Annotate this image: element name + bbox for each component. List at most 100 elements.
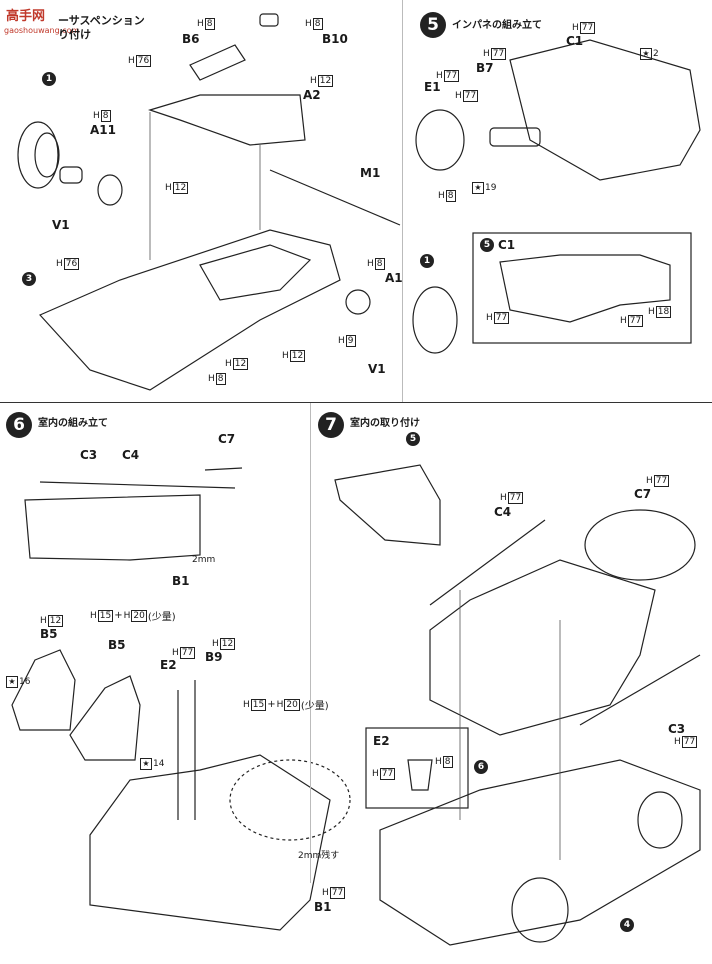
interior-tub-7 [429, 559, 656, 736]
label-c7-step7: C7 [634, 487, 652, 501]
label-e1: E1 [424, 80, 441, 94]
step-7-title: 室内の取り付け [350, 418, 420, 429]
seat-left [11, 649, 76, 731]
label-b5-a: B5 [40, 627, 58, 641]
star-2: ★2 [640, 48, 659, 60]
strip-c3b [579, 654, 701, 726]
inset-c1-frame [472, 232, 692, 344]
label-b1-top: B1 [172, 574, 190, 588]
inset-callout-5: 5 [480, 238, 494, 252]
star-14: ★14 [140, 758, 164, 770]
strip-c4 [429, 519, 546, 606]
suspension-a2 [148, 94, 306, 146]
star-19: ★19 [472, 182, 496, 194]
label-c4-step7: C4 [494, 505, 512, 519]
label-b7: B7 [476, 61, 494, 75]
label-b10: B10 [322, 32, 348, 46]
label-v1-right: V1 [368, 362, 386, 376]
wheel-right-outer [412, 286, 458, 354]
column-b7 [489, 127, 541, 147]
star-16: ★16 [6, 676, 30, 688]
rod-m1 [269, 169, 401, 226]
inset-label-e2: E2 [373, 734, 390, 748]
front-wheel [637, 791, 683, 849]
label-b6: B6 [182, 32, 200, 46]
part-b6 [189, 44, 246, 81]
label-v1-left: V1 [52, 218, 70, 232]
label-c7: C7 [218, 432, 236, 446]
label-c1: C1 [566, 34, 584, 48]
steering-wheel [415, 109, 465, 171]
label-b5-b: B5 [108, 638, 126, 652]
interior-tub-b1 [89, 754, 331, 931]
note-2mm-left: 2mm残す [298, 851, 340, 861]
watermark-brand: 高手网 [6, 9, 46, 24]
inset-label-c1: C1 [498, 238, 516, 252]
step-7: 7 [318, 412, 344, 438]
hub-v1 [59, 166, 83, 184]
callout-6: 6 [474, 760, 488, 774]
label-c4: C4 [122, 448, 140, 462]
strip-c3 [39, 481, 236, 489]
callout-4: 4 [620, 918, 634, 932]
strip-c7 [204, 467, 243, 471]
step-6: 6 [6, 412, 32, 438]
header-title: ーサスペンション [58, 14, 145, 27]
wheel-left-inner [34, 132, 60, 178]
part-b10 [259, 13, 279, 27]
label-a11: A11 [90, 123, 116, 137]
callout-1-right: 1 [420, 254, 434, 268]
rear-wheel [511, 877, 569, 943]
label-m1: M1 [360, 166, 381, 180]
label-c3-step7: C3 [668, 722, 686, 736]
chassis-body [379, 759, 701, 946]
callout-5: 5 [406, 432, 420, 446]
floor-pan [38, 229, 341, 391]
rear-panel-b1 [24, 494, 201, 561]
callout-3: 3 [22, 272, 36, 286]
divider-horizontal [0, 402, 712, 403]
header-subtitle: り付け [58, 28, 91, 41]
inset-e2-frame [365, 727, 469, 809]
step-6-title: 室内の組み立て [38, 418, 108, 429]
label-a2: A2 [303, 88, 321, 102]
fuel-tank [199, 244, 312, 301]
shifter-e2 [407, 759, 433, 791]
hub-a11 [97, 174, 123, 206]
parcel-c7 [584, 509, 696, 581]
watermark-url: gaoshouwang.com [4, 26, 80, 35]
label-b9: B9 [205, 650, 223, 664]
seat-right [69, 675, 141, 761]
rear-panel-5 [334, 464, 441, 546]
label-e2: E2 [160, 658, 177, 672]
seat-backs-area [229, 759, 351, 841]
